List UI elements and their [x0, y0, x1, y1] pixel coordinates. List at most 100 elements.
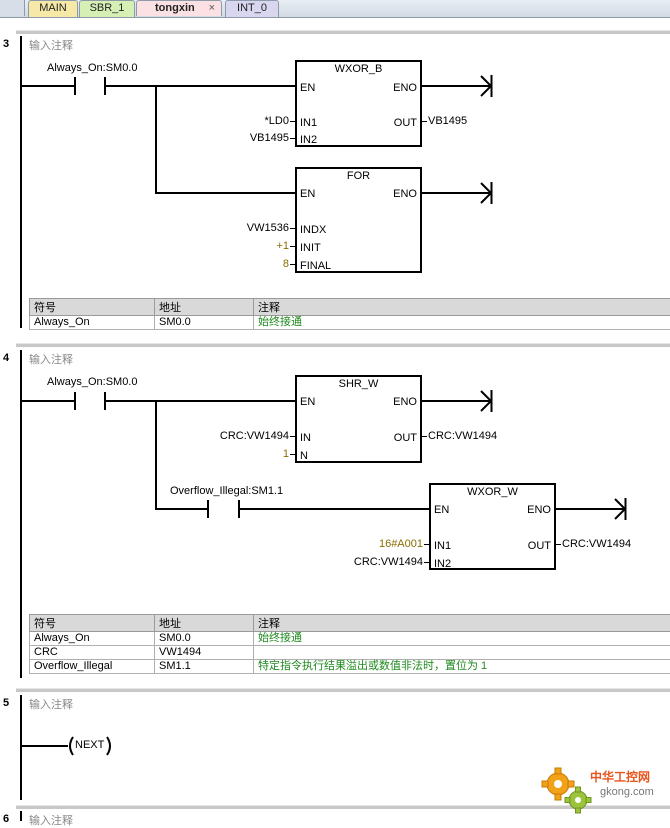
pin-eno: ENO: [527, 504, 551, 516]
rung-separator: [16, 343, 670, 347]
tab-sbr-1[interactable]: SBR_1: [79, 0, 135, 17]
pin-stub: [290, 228, 295, 229]
contact-no[interactable]: [207, 500, 209, 518]
wxor-w-box[interactable]: WXOR_W EN ENO IN1 IN2 OUT: [429, 483, 556, 570]
operand-n[interactable]: 1: [283, 448, 289, 460]
tab-scroll-stub[interactable]: [0, 0, 25, 16]
shr-w-box[interactable]: SHR_W EN ENO IN N OUT: [295, 375, 422, 463]
tab-main[interactable]: MAIN: [28, 0, 78, 17]
cell-address: VW1494: [155, 646, 254, 660]
coil-label: NEXT: [75, 739, 104, 751]
rung-comment[interactable]: 输入注释: [29, 696, 73, 712]
pin-eno: ENO: [393, 188, 417, 200]
pin-in1: IN1: [300, 117, 317, 129]
watermark-brand: 中华工控网: [590, 768, 650, 785]
arrow-end-icon: [614, 498, 628, 520]
pin-stub: [422, 121, 427, 122]
table-row[interactable]: Always_On SM0.0 始终接通: [30, 632, 670, 646]
table-row[interactable]: CRC VW1494: [30, 646, 670, 660]
cell-address: SM0.0: [155, 632, 254, 646]
tab-tongxin-label: tongxin: [155, 2, 195, 14]
pin-in2: IN2: [300, 134, 317, 146]
rung-separator: [16, 688, 670, 692]
contact-label: Always_On:SM0.0: [47, 62, 137, 74]
wire: [155, 400, 157, 510]
operand-final[interactable]: 8: [283, 258, 289, 270]
box-title: SHR_W: [297, 378, 420, 390]
pin-stub: [290, 138, 295, 139]
box-title: WXOR_B: [297, 63, 420, 75]
rung-number: 3: [3, 38, 9, 50]
cell-comment: [254, 646, 670, 660]
pin-in: IN: [300, 432, 311, 444]
table-row[interactable]: Always_On SM0.0 始终接通: [30, 316, 670, 330]
wire: [240, 508, 430, 510]
tab-tongxin[interactable]: tongxin ×: [136, 0, 222, 16]
cell-comment: 特定指令执行结果溢出或数值非法时，置位为 1: [254, 660, 670, 674]
rung-comment[interactable]: 输入注释: [29, 351, 73, 367]
box-title: WXOR_W: [431, 486, 554, 498]
cell-symbol: Overflow_Illegal: [30, 660, 155, 674]
col-header-address: 地址: [155, 299, 254, 316]
pin-stub: [424, 544, 429, 545]
cell-comment: 始终接通: [254, 632, 670, 646]
editor-tab-bar: MAIN SBR_1 tongxin × INT_0: [0, 0, 670, 18]
rung-comment[interactable]: 输入注释: [29, 812, 73, 828]
operand-in1[interactable]: *LD0: [265, 115, 289, 127]
col-header-symbol: 符号: [30, 299, 155, 316]
watermark-logo: 中华工控网 gkong.com: [538, 760, 670, 821]
close-icon[interactable]: ×: [209, 1, 215, 16]
operand-in2[interactable]: VB1495: [250, 132, 289, 144]
contact-label: Always_On:SM0.0: [47, 376, 137, 388]
pin-out: OUT: [394, 117, 417, 129]
watermark-site: gkong.com: [600, 786, 654, 798]
arrow-end-icon: [480, 390, 494, 412]
wxor-b-box[interactable]: WXOR_B EN ENO IN1 IN2 OUT: [295, 60, 422, 147]
pin-stub: [290, 264, 295, 265]
wire: [22, 400, 74, 402]
cell-address: SM0.0: [155, 316, 254, 330]
pin-eno: ENO: [393, 82, 417, 94]
table-row[interactable]: Overflow_Illegal SM1.1 特定指令执行结果溢出或数值非法时，…: [30, 660, 670, 674]
col-header-address: 地址: [155, 615, 254, 632]
rung-comment[interactable]: 输入注释: [29, 37, 73, 53]
wire: [22, 85, 74, 87]
operand-in2[interactable]: CRC:VW1494: [354, 556, 423, 568]
pin-stub: [290, 436, 295, 437]
pin-stub: [290, 121, 295, 122]
contact-label: Overflow_Illegal:SM1.1: [170, 485, 283, 497]
operand-out[interactable]: CRC:VW1494: [428, 430, 497, 442]
pin-indx: INDX: [300, 224, 326, 236]
pin-stub: [290, 246, 295, 247]
wire: [106, 400, 296, 402]
tab-int-0[interactable]: INT_0: [225, 0, 279, 17]
cell-symbol: CRC: [30, 646, 155, 660]
arrow-end-icon: [480, 182, 494, 204]
pin-en: EN: [300, 396, 315, 408]
operand-init[interactable]: +1: [276, 240, 289, 252]
cell-symbol: Always_On: [30, 316, 155, 330]
for-box[interactable]: FOR EN ENO INDX INIT FINAL: [295, 167, 422, 273]
power-rail: [20, 36, 22, 328]
pin-en: EN: [434, 504, 449, 516]
operand-in1[interactable]: 16#A001: [379, 538, 423, 550]
contact-no[interactable]: [74, 392, 76, 410]
pin-en: EN: [300, 82, 315, 94]
cell-address: SM1.1: [155, 660, 254, 674]
rung-number: 6: [3, 813, 9, 825]
pin-eno: ENO: [393, 396, 417, 408]
wire: [155, 192, 296, 194]
operand-out[interactable]: VB1495: [428, 115, 467, 127]
power-rail: [20, 695, 22, 800]
operand-out[interactable]: CRC:VW1494: [562, 538, 631, 550]
pin-n: N: [300, 450, 308, 462]
col-header-comment: 注释: [254, 299, 670, 316]
contact-no[interactable]: [74, 77, 76, 95]
pin-stub: [422, 436, 427, 437]
wire: [106, 85, 296, 87]
pin-in1: IN1: [434, 540, 451, 552]
pin-stub: [424, 562, 429, 563]
pin-stub: [290, 454, 295, 455]
operand-indx[interactable]: VW1536: [247, 222, 289, 234]
operand-in[interactable]: CRC:VW1494: [220, 430, 289, 442]
